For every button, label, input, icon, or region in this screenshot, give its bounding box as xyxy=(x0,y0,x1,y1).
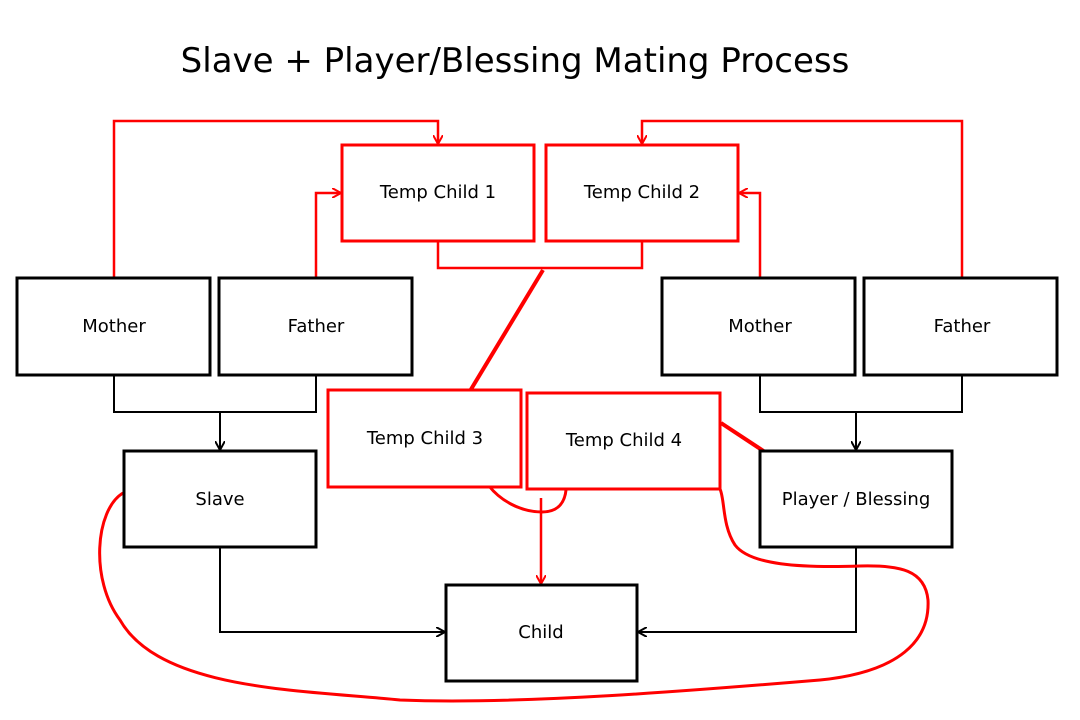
node-mother-left: Mother xyxy=(15,276,212,377)
arrow-player-to-child xyxy=(639,547,857,632)
node-label: Mother xyxy=(728,316,792,337)
node-label: Temp Child 1 xyxy=(379,182,496,203)
node-label: Father xyxy=(934,316,991,337)
node-label: Slave xyxy=(195,489,244,510)
node-slave: Slave xyxy=(122,449,318,549)
arrow-father-to-temp2 xyxy=(642,119,964,278)
red-connectors xyxy=(98,119,964,703)
node-label: Temp Child 3 xyxy=(366,428,483,449)
diagram-title: Slave + Player/Blessing Mating Process xyxy=(181,41,850,81)
scribble-join xyxy=(487,485,568,514)
node-temp-child-1: Temp Child 1 xyxy=(340,143,536,243)
node-temp-child-4: Temp Child 4 xyxy=(525,391,722,491)
node-child: Child xyxy=(444,583,639,683)
arrow-mother-to-temp2 xyxy=(740,193,762,278)
temp-join xyxy=(436,241,644,270)
line-temp4-to-player xyxy=(719,421,767,454)
arrow-mother-to-temp1 xyxy=(112,119,438,278)
node-father-right: Father xyxy=(862,276,1059,377)
left-parents-join xyxy=(113,375,317,413)
line-to-temp3 xyxy=(468,268,545,393)
hand-drawn-loop xyxy=(98,488,930,703)
arrow-slave-to-child xyxy=(219,547,444,632)
right-parents-join xyxy=(759,375,963,413)
node-temp-child-2: Temp Child 2 xyxy=(544,143,740,243)
node-player-blessing: Player / Blessing xyxy=(758,449,954,549)
node-label: Mother xyxy=(82,316,146,337)
node-label: Child xyxy=(518,622,563,643)
node-label: Father xyxy=(288,316,345,337)
node-father-left: Father xyxy=(217,276,414,377)
black-connectors xyxy=(113,375,963,632)
node-label: Player / Blessing xyxy=(782,489,931,510)
node-mother-right: Mother xyxy=(660,276,857,377)
node-temp-child-3: Temp Child 3 xyxy=(326,388,523,489)
arrow-father-to-temp1 xyxy=(314,193,340,278)
node-label: Temp Child 4 xyxy=(565,430,682,451)
node-label: Temp Child 2 xyxy=(583,182,700,203)
